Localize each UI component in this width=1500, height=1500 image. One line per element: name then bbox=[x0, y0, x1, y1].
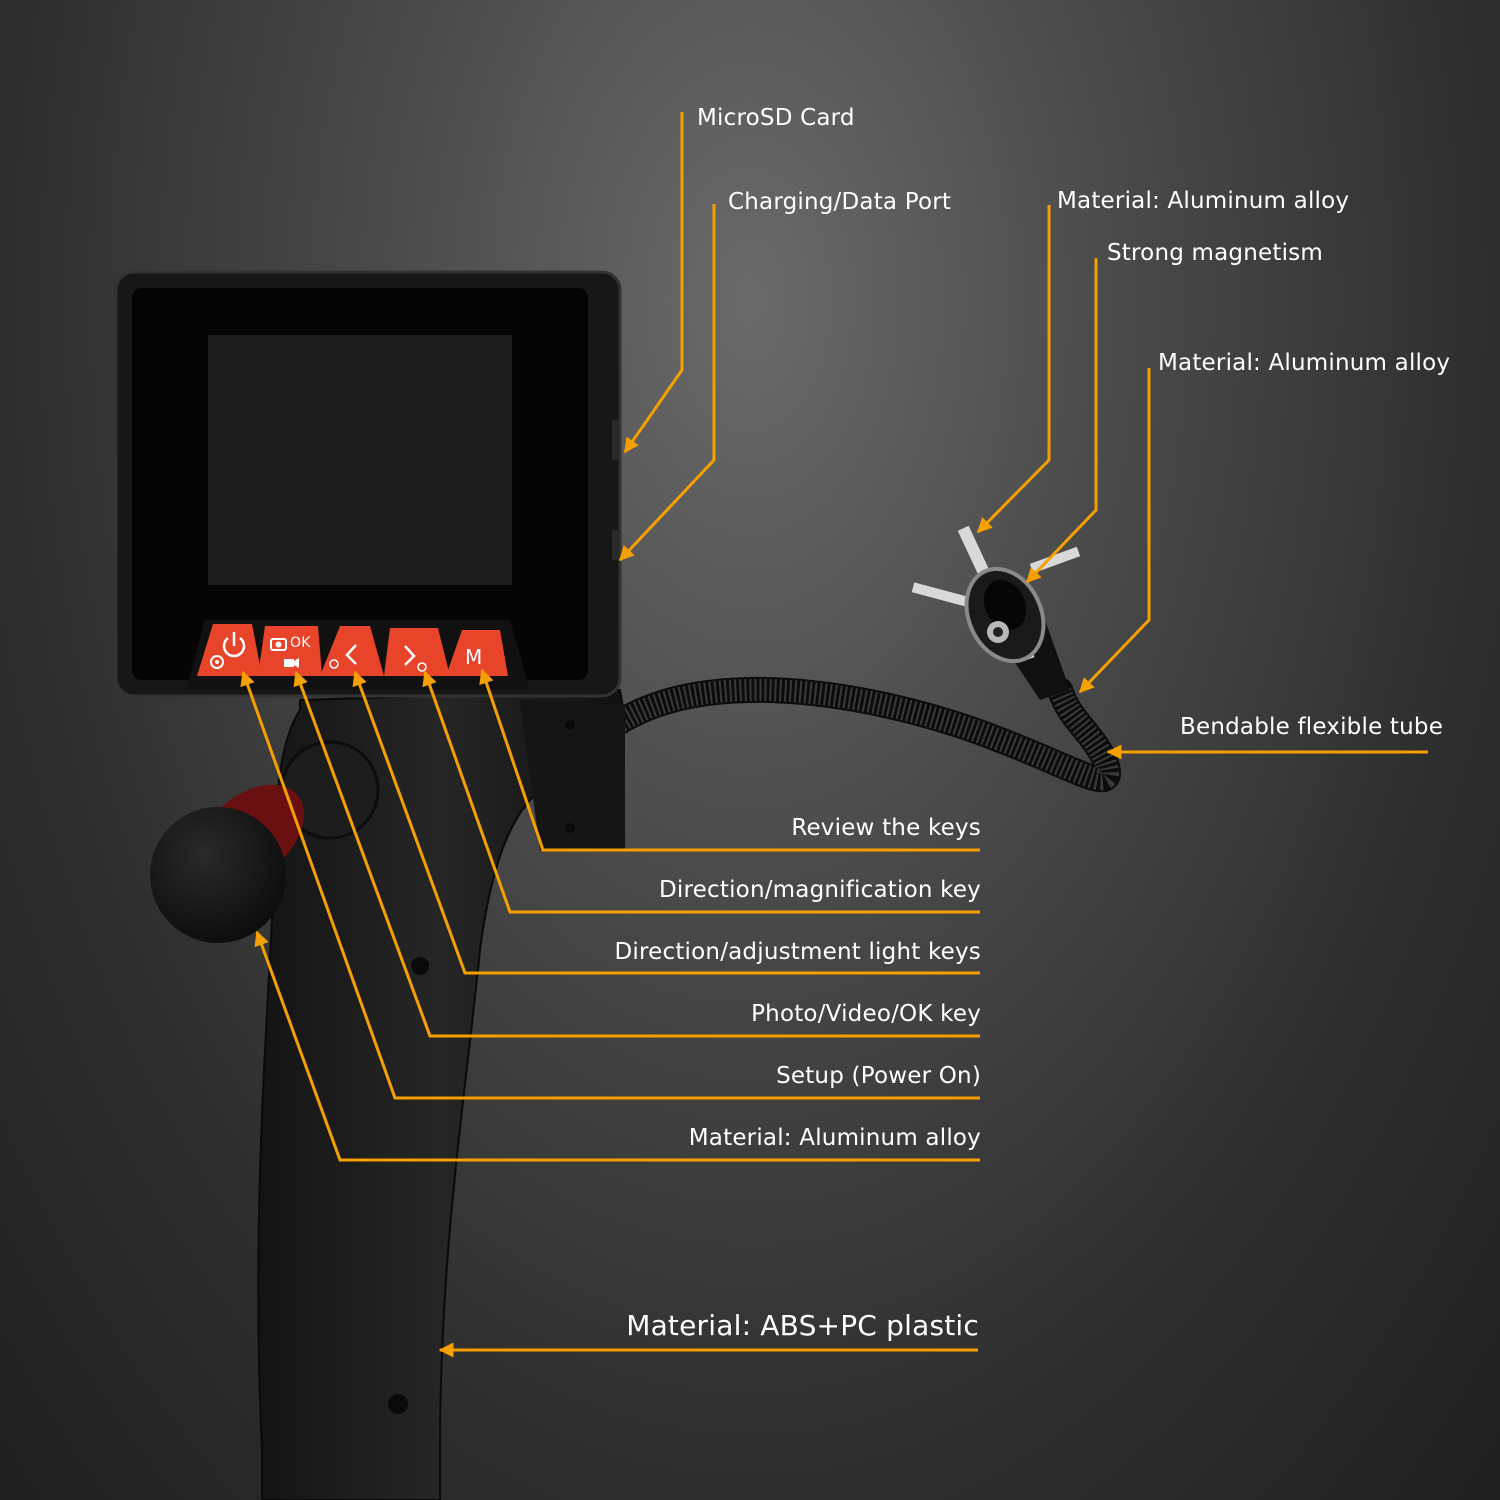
menu-button[interactable] bbox=[446, 630, 508, 676]
video-icon bbox=[284, 658, 299, 668]
label-direction-light: Direction/adjustment light keys bbox=[614, 939, 981, 965]
brightness-icon bbox=[329, 659, 339, 669]
flexible-tube bbox=[607, 676, 1121, 793]
microsd-slot bbox=[612, 420, 618, 460]
zoom-icon bbox=[417, 662, 427, 672]
menu-button-label: M bbox=[465, 645, 483, 669]
label-review-keys: Review the keys bbox=[791, 815, 981, 841]
label-abs-pc: Material: ABS+PC plastic bbox=[626, 1309, 979, 1342]
ok-button-label: OK bbox=[290, 635, 311, 651]
callout-lines bbox=[240, 112, 1428, 1358]
ok-button[interactable] bbox=[258, 626, 322, 676]
chevron-left-icon bbox=[345, 644, 357, 665]
label-photo-video-ok: Photo/Video/OK key bbox=[751, 1001, 981, 1027]
right-button[interactable] bbox=[384, 628, 450, 676]
gear-icon bbox=[210, 655, 224, 669]
handle bbox=[257, 688, 627, 1500]
camera-icon bbox=[270, 638, 287, 651]
adjustment-knob bbox=[150, 784, 305, 943]
power-icon bbox=[222, 632, 246, 658]
label-charging-port: Charging/Data Port bbox=[728, 189, 952, 215]
charging-port bbox=[612, 530, 618, 560]
label-aluminum-alloy-3: Material: Aluminum alloy bbox=[688, 1125, 981, 1151]
label-flexible-tube: Bendable flexible tube bbox=[1180, 714, 1444, 740]
power-button[interactable] bbox=[197, 624, 262, 676]
camera-probe bbox=[911, 525, 1081, 700]
label-microsd-card: MicroSD Card bbox=[697, 105, 855, 131]
label-aluminum-alloy-2: Material: Aluminum alloy bbox=[1158, 350, 1451, 376]
left-button[interactable] bbox=[320, 626, 384, 676]
label-setup-power: Setup (Power On) bbox=[776, 1063, 981, 1089]
chevron-right-icon bbox=[404, 645, 416, 666]
label-aluminum-alloy-1: Material: Aluminum alloy bbox=[1057, 188, 1350, 214]
display-screen bbox=[208, 335, 512, 585]
label-direction-magnification: Direction/magnification key bbox=[659, 877, 981, 903]
label-strong-magnetism: Strong magnetism bbox=[1107, 240, 1323, 266]
